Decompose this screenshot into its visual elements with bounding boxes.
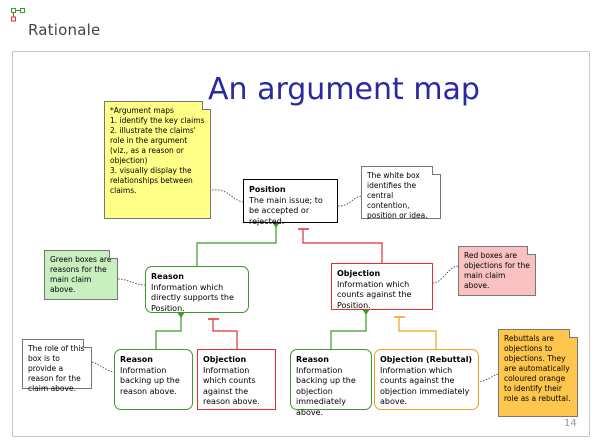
objection-body: Information which counts against the Pos… bbox=[337, 279, 412, 310]
arrowhead-position-reason bbox=[272, 222, 280, 228]
pointer-orange-note bbox=[478, 373, 499, 383]
rebuttal-box[interactable]: Objection (Rebuttal) Information which c… bbox=[374, 349, 479, 410]
objection-heading: Objection bbox=[337, 269, 381, 278]
pointer-yellow-note bbox=[211, 189, 244, 203]
arrowhead-objection-subreason bbox=[362, 309, 370, 315]
page-number: 14 bbox=[564, 418, 577, 429]
reason-heading: Reason bbox=[151, 272, 184, 281]
pointer-white-note bbox=[337, 195, 362, 207]
logo: Rationale bbox=[11, 8, 100, 39]
rebuttal-heading: Objection (Rebuttal) bbox=[380, 355, 473, 364]
connector-objection-rebuttal bbox=[398, 317, 437, 349]
sub-reason-1-heading: Reason bbox=[120, 355, 153, 364]
position-heading: Position bbox=[249, 185, 286, 194]
pointer-red-note bbox=[432, 265, 459, 284]
note-small-white: The role of this box is to provide a rea… bbox=[22, 339, 92, 393]
connector-position-objection bbox=[302, 229, 383, 263]
note-green: Green boxes are reasons for the main cla… bbox=[44, 250, 118, 300]
sub-objection-1-heading: Objection bbox=[203, 355, 247, 364]
arrowhead-reason-subreason bbox=[177, 312, 185, 318]
pointer-green-note bbox=[117, 278, 146, 286]
connector-position-reason bbox=[196, 222, 277, 266]
note-red: Red boxes are objections for the main cl… bbox=[458, 246, 536, 296]
pointer-small-white-note bbox=[91, 361, 115, 373]
sub-reason-2-heading: Reason bbox=[296, 355, 329, 364]
sub-objection-1-body: Information which counts against the rea… bbox=[203, 365, 260, 407]
note-yellow: *Argument maps 1. identify the key claim… bbox=[104, 101, 211, 219]
logo-text: Rationale bbox=[28, 21, 101, 39]
reason-box[interactable]: Reason Information which directly suppor… bbox=[145, 266, 249, 313]
sub-reason-1-body: Information backing up the reason above. bbox=[120, 365, 180, 396]
position-body: The main issue; to be accepted or reject… bbox=[249, 195, 323, 226]
slide-frame bbox=[12, 51, 590, 437]
connector-reason-subreason bbox=[155, 312, 182, 349]
sub-objection-box-1[interactable]: Objection Information which counts again… bbox=[197, 349, 276, 410]
connector-objection-subreason bbox=[330, 309, 367, 349]
position-box[interactable]: Position The main issue; to be accepted … bbox=[243, 179, 338, 226]
rebuttal-body: Information which counts against the obj… bbox=[380, 365, 470, 407]
sub-reason-2-body: Information backing up the objection imm… bbox=[296, 365, 356, 417]
reason-body: Information which directly supports the … bbox=[151, 282, 234, 313]
note-white: The white box identifies the central con… bbox=[361, 166, 441, 220]
sub-reason-box-1[interactable]: Reason Information backing up the reason… bbox=[114, 349, 193, 410]
connector-reason-subobjection bbox=[212, 319, 238, 349]
sub-reason-box-2[interactable]: Reason Information backing up the object… bbox=[290, 349, 372, 417]
page-title: An argument map bbox=[208, 72, 480, 107]
note-orange: Rebuttals are objections to objections. … bbox=[498, 329, 578, 417]
objection-box[interactable]: Objection Information which counts again… bbox=[331, 263, 433, 310]
rationale-logo-icon bbox=[11, 8, 25, 22]
